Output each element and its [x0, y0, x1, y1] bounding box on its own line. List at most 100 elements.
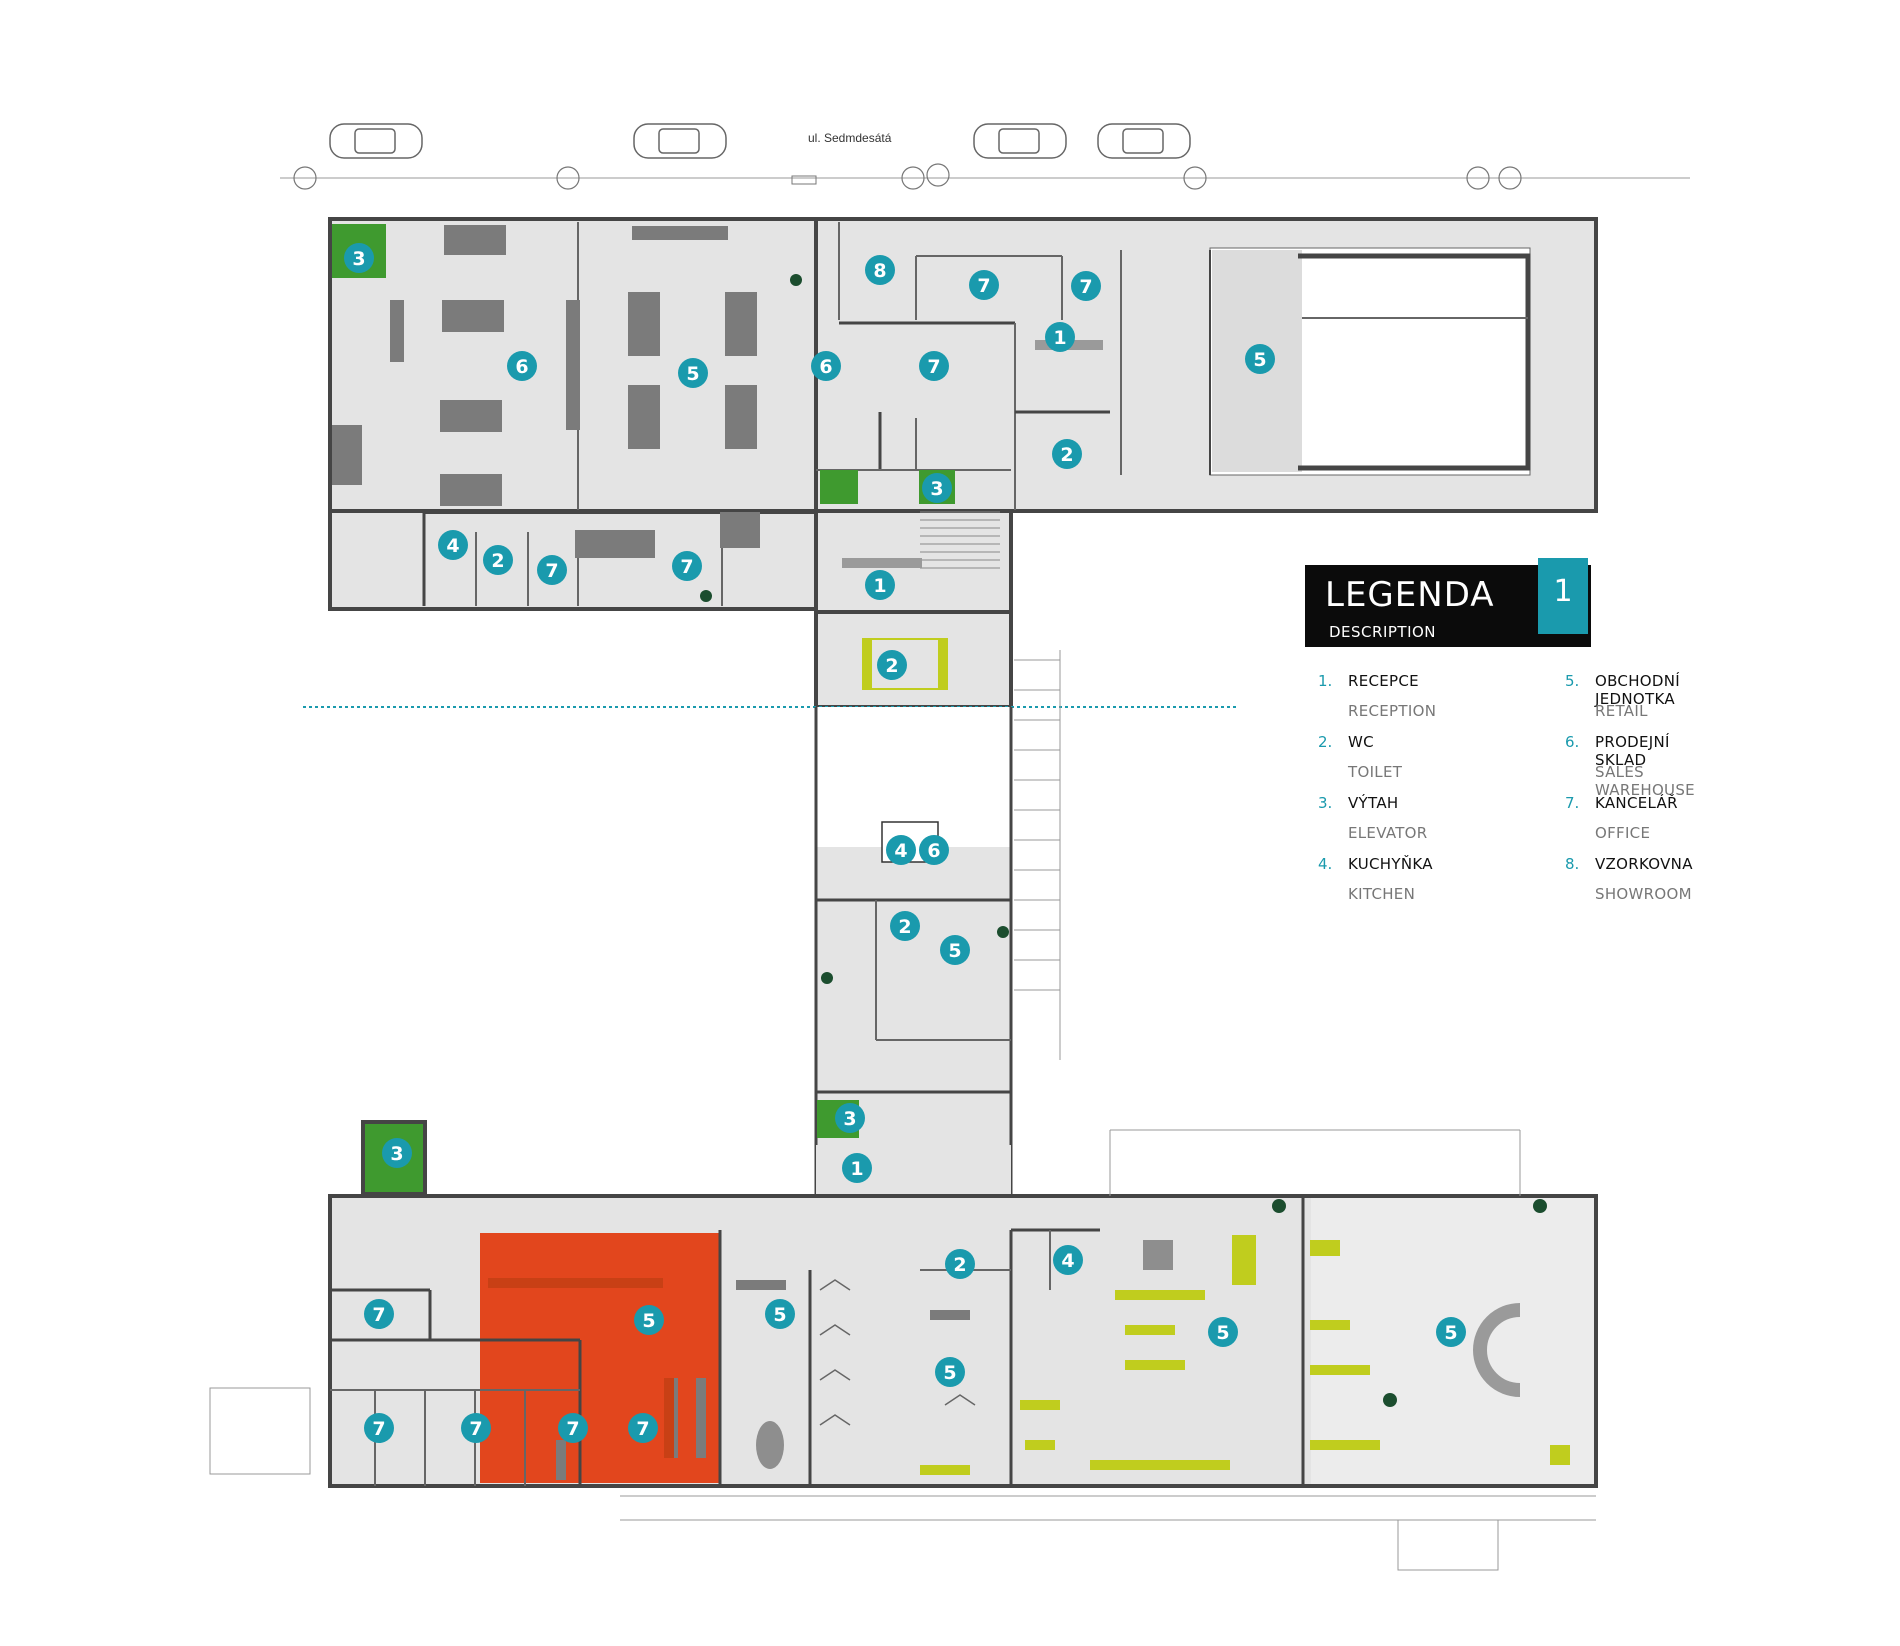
room-marker-2[interactable]: 2	[1052, 439, 1082, 469]
marker-circle	[886, 835, 916, 865]
room-marker-7[interactable]: 7	[628, 1413, 658, 1443]
marker-circle	[558, 1413, 588, 1443]
marker-circle	[678, 358, 708, 388]
marker-circle	[765, 1299, 795, 1329]
room-marker-6[interactable]: 6	[507, 351, 537, 381]
room-marker-5[interactable]: 5	[1436, 1317, 1466, 1347]
marker-label: 6	[927, 840, 940, 862]
marker-circle	[1071, 271, 1101, 301]
legend-number-badge: 1	[1538, 558, 1588, 634]
room-marker-1[interactable]: 1	[842, 1153, 872, 1183]
room-marker-4[interactable]: 4	[886, 835, 916, 865]
marker-label: 6	[819, 356, 832, 378]
marker-circle	[877, 650, 907, 680]
room-marker-7[interactable]: 7	[364, 1413, 394, 1443]
room-marker-5[interactable]: 5	[634, 1305, 664, 1335]
marker-label: 6	[515, 356, 528, 378]
room-marker-2[interactable]: 2	[483, 545, 513, 575]
tree-icon	[293, 166, 317, 190]
room-marker-3[interactable]: 3	[382, 1138, 412, 1168]
legend-title: LEGENDA	[1325, 575, 1495, 615]
marker-circle	[1208, 1317, 1238, 1347]
room-marker-3[interactable]: 3	[835, 1103, 865, 1133]
plant-icon	[997, 926, 1009, 938]
room-marker-7[interactable]: 7	[969, 270, 999, 300]
marker-label: 7	[372, 1304, 385, 1326]
tree-icon	[901, 166, 925, 190]
room-marker-2[interactable]: 2	[890, 911, 920, 941]
marker-circle	[835, 1103, 865, 1133]
marker-circle	[364, 1299, 394, 1329]
marker-circle	[672, 551, 702, 581]
room-marker-7[interactable]: 7	[364, 1299, 394, 1329]
room-marker-5[interactable]: 5	[678, 358, 708, 388]
marker-circle	[382, 1138, 412, 1168]
room-marker-5[interactable]: 5	[1208, 1317, 1238, 1347]
room-marker-7[interactable]: 7	[537, 555, 567, 585]
marker-label: 5	[642, 1310, 655, 1332]
room-marker-2[interactable]: 2	[877, 650, 907, 680]
room-marker-7[interactable]: 7	[461, 1413, 491, 1443]
plant-icon	[1383, 1393, 1397, 1407]
room-marker-3[interactable]: 3	[344, 243, 374, 273]
marker-circle	[628, 1413, 658, 1443]
marker-circle	[842, 1153, 872, 1183]
room-marker-7[interactable]: 7	[672, 551, 702, 581]
room-marker-8[interactable]: 8	[865, 255, 895, 285]
marker-label: 7	[636, 1418, 649, 1440]
plant-icon	[1272, 1199, 1286, 1213]
marker-circle	[922, 473, 952, 503]
marker-circle	[1052, 439, 1082, 469]
room-marker-7[interactable]: 7	[1071, 271, 1101, 301]
legend-subtitle: DESCRIPTION	[1329, 623, 1437, 641]
marker-circle	[634, 1305, 664, 1335]
marker-circle	[1045, 322, 1075, 352]
room-marker-7[interactable]: 7	[558, 1413, 588, 1443]
street-label: ul. Sedmdesátá	[808, 131, 892, 145]
room-marker-5[interactable]: 5	[1245, 344, 1275, 374]
marker-label: 7	[469, 1418, 482, 1440]
marker-circle	[483, 545, 513, 575]
marker-circle	[940, 935, 970, 965]
marker-circle	[1245, 344, 1275, 374]
room-marker-5[interactable]: 5	[940, 935, 970, 965]
marker-circle	[364, 1413, 394, 1443]
marker-label: 3	[390, 1143, 403, 1165]
marker-label: 2	[898, 916, 911, 938]
room-marker-5[interactable]: 5	[935, 1357, 965, 1387]
marker-label: 2	[885, 655, 898, 677]
marker-circle	[945, 1249, 975, 1279]
marker-label: 5	[773, 1304, 786, 1326]
tree-icon	[1466, 166, 1490, 190]
marker-label: 7	[372, 1418, 385, 1440]
marker-circle	[1436, 1317, 1466, 1347]
legend-number: 1	[1553, 574, 1573, 609]
tree-icon	[1498, 166, 1522, 190]
marker-circle	[969, 270, 999, 300]
marker-label: 7	[545, 560, 558, 582]
room-marker-2[interactable]: 2	[945, 1249, 975, 1279]
room-marker-6[interactable]: 6	[811, 351, 841, 381]
marker-label: 5	[948, 940, 961, 962]
room-marker-7[interactable]: 7	[919, 351, 949, 381]
marker-label: 3	[352, 248, 365, 270]
tree-icon	[556, 166, 580, 190]
room-marker-5[interactable]: 5	[765, 1299, 795, 1329]
room-marker-6[interactable]: 6	[919, 835, 949, 865]
bottom-wing	[209, 1120, 1598, 1571]
marker-label: 7	[680, 556, 693, 578]
marker-circle	[811, 351, 841, 381]
marker-label: 2	[953, 1254, 966, 1276]
marker-circle	[438, 530, 468, 560]
marker-circle	[890, 911, 920, 941]
marker-circle	[537, 555, 567, 585]
room-marker-4[interactable]: 4	[438, 530, 468, 560]
marker-circle	[461, 1413, 491, 1443]
room-marker-4[interactable]: 4	[1053, 1245, 1083, 1275]
marker-label: 7	[927, 356, 940, 378]
room-marker-1[interactable]: 1	[1045, 322, 1075, 352]
marker-label: 1	[873, 575, 886, 597]
room-marker-1[interactable]: 1	[865, 570, 895, 600]
room-marker-3[interactable]: 3	[922, 473, 952, 503]
